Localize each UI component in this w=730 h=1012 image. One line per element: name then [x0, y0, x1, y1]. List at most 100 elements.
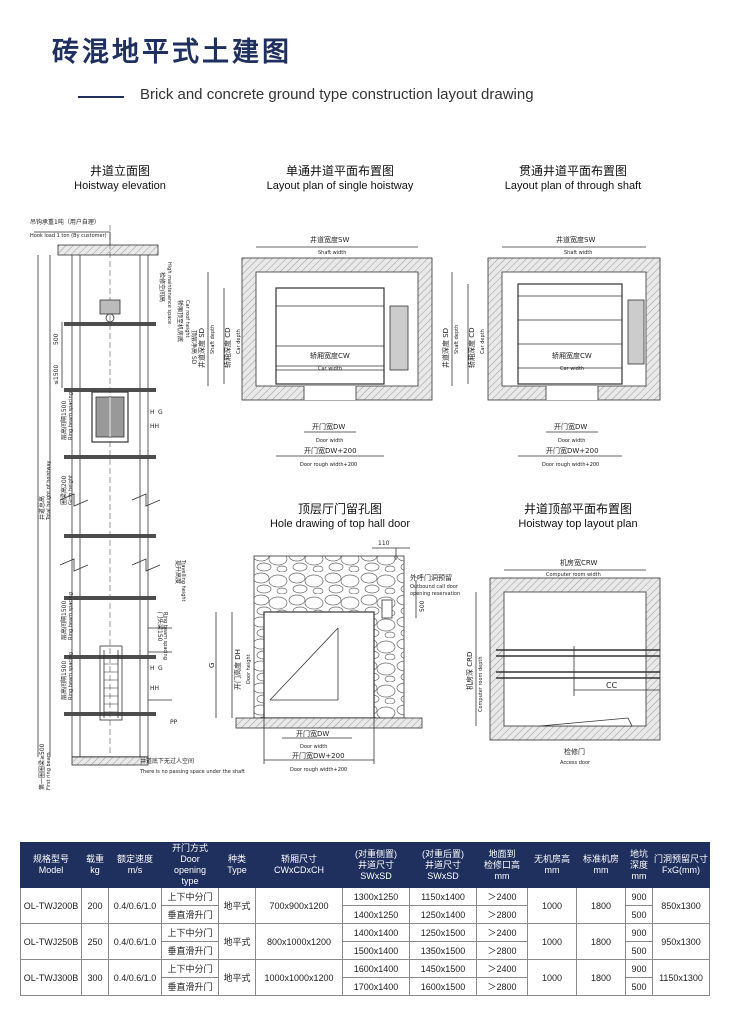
pit-note-cn: 井道底下无过人空间	[140, 757, 194, 765]
single-counterweight	[389, 305, 409, 371]
drawings-canvas: 吊钩承重1吨（用户自理） Hook load 1 ton (By custome…	[30, 218, 661, 790]
single-sd-cn: 井道深度 SD	[197, 328, 206, 368]
single-title-cn: 单通井道平面布置图	[285, 164, 394, 178]
crw-en: Computer room width	[546, 572, 601, 578]
elevation-car	[91, 391, 129, 443]
through-title-cn: 贯通井道平面布置图	[518, 164, 627, 178]
access-door-cn: 检修门	[564, 747, 585, 756]
col-side: (对重侧置)	[355, 848, 397, 859]
total-height-cn: 井道总高	[38, 496, 46, 520]
through-plan-labels: 井道宽度SW Shaft width 轿厢宽度CW Car width 开门宽D…	[441, 235, 599, 468]
hall-door-drawing	[215, 547, 423, 764]
table-row: OL-TWJ300B 300 0.4/0.6/1.0 上下中分门 地平式 100…	[20, 959, 710, 996]
through-dwr-en: Door rough width+200	[542, 462, 599, 468]
through-cd-cn: 轿厢深度 CD	[467, 327, 476, 368]
through-sw-en: Shaft width	[564, 250, 592, 256]
access-door-en: Access door	[560, 760, 591, 766]
single-plan	[207, 246, 433, 457]
table-row: 垂直滑升门 1700x1400 1600x1500 ＞2800 500	[21, 977, 710, 996]
single-sd-en: Shaft depth	[210, 325, 216, 354]
hall-dwr-cn: 开门宽DW+200	[292, 751, 345, 760]
top-layout-drawing	[475, 569, 661, 741]
floor-spacing-en-2: Ring beam spacing	[68, 592, 74, 640]
car-top-cn: 轿厢顶至机房底	[176, 300, 184, 342]
through-cd-en: Car depth	[480, 329, 486, 354]
page-title: 砖混地平式土建图	[52, 37, 292, 68]
dim-g: G	[158, 409, 163, 416]
crd-en: Computer room depth	[478, 656, 484, 712]
access-door-swing	[539, 717, 633, 727]
col-model: 规格型号	[32, 854, 69, 864]
machine-space-cn: 检修空间高	[158, 272, 166, 302]
elevation-heading: 井道立面图 Hoistway elevation	[40, 164, 200, 194]
outbound-cn: 外呼门洞预留	[410, 573, 452, 582]
floor-spacing-cn-1: 层高间隔1500	[60, 401, 68, 440]
col-rear: (对重后置)	[422, 848, 464, 859]
col-std: 标准机房	[582, 854, 619, 864]
col-speed: 额定速度	[116, 854, 153, 864]
dim-g-door: G	[208, 663, 216, 668]
col-pit: 地坑	[629, 848, 648, 859]
top-layout-heading: 井道顶部平面布置图 Hoistway top layout plan	[478, 502, 678, 532]
floor-spacing-en-1: Ring beam spacing	[68, 392, 74, 440]
door-hole	[263, 611, 375, 719]
dim-g-lower: G	[158, 665, 163, 672]
hook-label-cn: 吊钩承重1吨（用户自理）	[30, 218, 100, 226]
single-dw-cn: 开门宽DW	[312, 422, 345, 431]
floor-spacing-cn-2: 层高间隔1500	[60, 601, 68, 640]
hoistway-elevation	[34, 225, 172, 766]
hall-door-title-en: Hole drawing of top hall door	[269, 518, 411, 530]
col-opening: 门洞预留尺寸	[654, 854, 709, 864]
cell-model: OL-TWJ300B	[20, 959, 82, 996]
crd-cn: 机房深 CRD	[465, 652, 474, 690]
outbound-en1: Outbound call door	[410, 584, 459, 590]
single-cd-cn: 轿厢深度 CD	[223, 327, 232, 368]
hall-door-heading: 顶层厅门留孔图 Hole drawing of top hall door	[240, 502, 440, 532]
car-top-en: Car roof height	[184, 300, 190, 338]
travel-cn: 提升高度	[174, 560, 182, 584]
first-floor-cn: 第一圈圈梁≥500	[38, 743, 46, 790]
single-cw-en: Car width	[318, 366, 342, 372]
through-heading: 贯通井道平面布置图 Layout plan of through shaft	[478, 164, 668, 194]
lower-car	[99, 645, 123, 721]
elevation-labels: 吊钩承重1吨（用户自理） Hook load 1 ton (By custome…	[30, 218, 245, 790]
elevation-title-en: Hoistway elevation	[74, 180, 166, 192]
top-height-cn: 顶层净高 SD	[190, 330, 198, 365]
single-dwr-cn: 开门宽DW+200	[304, 446, 357, 455]
through-car	[517, 283, 623, 385]
traction-machine	[99, 299, 121, 315]
outbound-call-box	[381, 599, 393, 619]
dim-hh: HH	[150, 423, 159, 430]
through-sd-cn: 井道深度 SD	[441, 328, 450, 368]
outbound-en2: opening reservation	[410, 591, 460, 597]
pit-note-en: There is no passing space under the shaf…	[139, 769, 245, 775]
through-plan	[451, 246, 661, 457]
single-cd-en: Car depth	[236, 329, 242, 354]
dim-500-left: 500	[53, 333, 60, 345]
through-sd-en: Shaft depth	[454, 325, 460, 354]
single-dw-en: Door width	[316, 438, 343, 444]
single-heading: 单通井道平面布置图 Layout plan of single hoistway	[240, 164, 440, 194]
hall-dw-cn: 开门宽DW	[296, 729, 329, 738]
hall-door-labels: 110 500 外呼门洞预留 Outbound call door openin…	[208, 540, 460, 773]
through-counterweight	[627, 299, 645, 365]
floor-spacing-en-3: Ring beam spacing	[68, 652, 74, 700]
title-underline	[78, 96, 124, 98]
dh-en: Door height	[246, 654, 252, 684]
single-cw-cn: 轿厢宽度CW	[310, 351, 350, 360]
through-title-en: Layout plan of through shaft	[504, 180, 642, 192]
col-door: 开门方式	[171, 843, 208, 853]
machine-space-en: High maintenance space	[166, 262, 172, 324]
total-height-en: Total height of hoistway	[46, 460, 52, 521]
top-layout-title-en: Hoistway top layout plan	[518, 518, 638, 530]
table-row: OL-TWJ200B 200 0.4/0.6/1.0 上下中分门 地平式 700…	[20, 887, 710, 924]
crw-cn: 机房宽CRW	[560, 558, 597, 567]
travel-en: Travelling height	[180, 559, 186, 602]
elevation-title-cn: 井道立面图	[89, 164, 150, 178]
col-access: 地面到	[488, 848, 516, 859]
col-load: 载重	[85, 854, 104, 864]
col-mrl: 无机房高	[533, 854, 570, 864]
col-car: 轿厢尺寸	[280, 854, 317, 864]
